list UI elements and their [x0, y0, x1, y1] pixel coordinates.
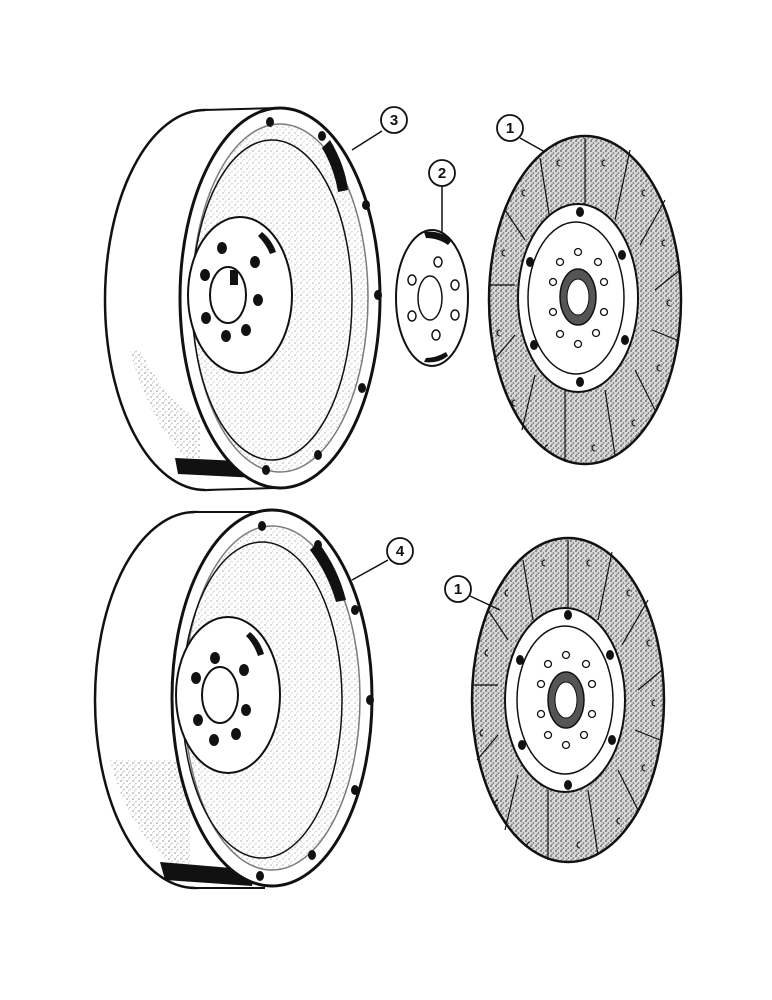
callout-1-bottom: 1 — [444, 575, 501, 611]
callout-4: 4 — [351, 537, 414, 581]
bottom-clutch-disc — [470, 536, 666, 864]
callout-3-label: 3 — [390, 112, 398, 129]
callout-3: 3 — [351, 106, 408, 151]
callout-1-top-label: 1 — [506, 120, 514, 137]
top-clutch-disc — [487, 134, 683, 466]
callout-4-label: 4 — [396, 543, 405, 560]
top-flywheel — [103, 106, 382, 492]
bottom-flywheel — [93, 508, 374, 890]
callout-2: 2 — [428, 159, 456, 232]
callout-1-bottom-label: 1 — [454, 581, 462, 598]
spacer-plate — [395, 229, 469, 367]
callout-1-top: 1 — [496, 114, 546, 153]
callout-2-label: 2 — [438, 165, 446, 182]
